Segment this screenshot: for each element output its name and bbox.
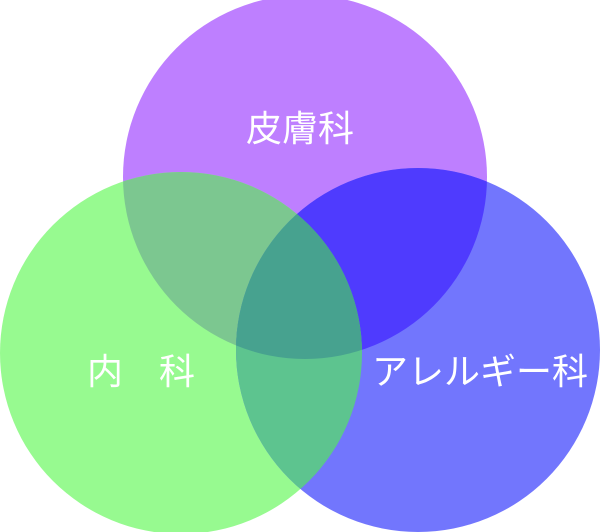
overlap-all-three — [236, 172, 362, 359]
label-allergy: アレルギー科 — [372, 352, 588, 393]
label-dermatology: 皮膚科 — [246, 109, 354, 150]
label-internal-medicine: 内 科 — [87, 352, 195, 393]
